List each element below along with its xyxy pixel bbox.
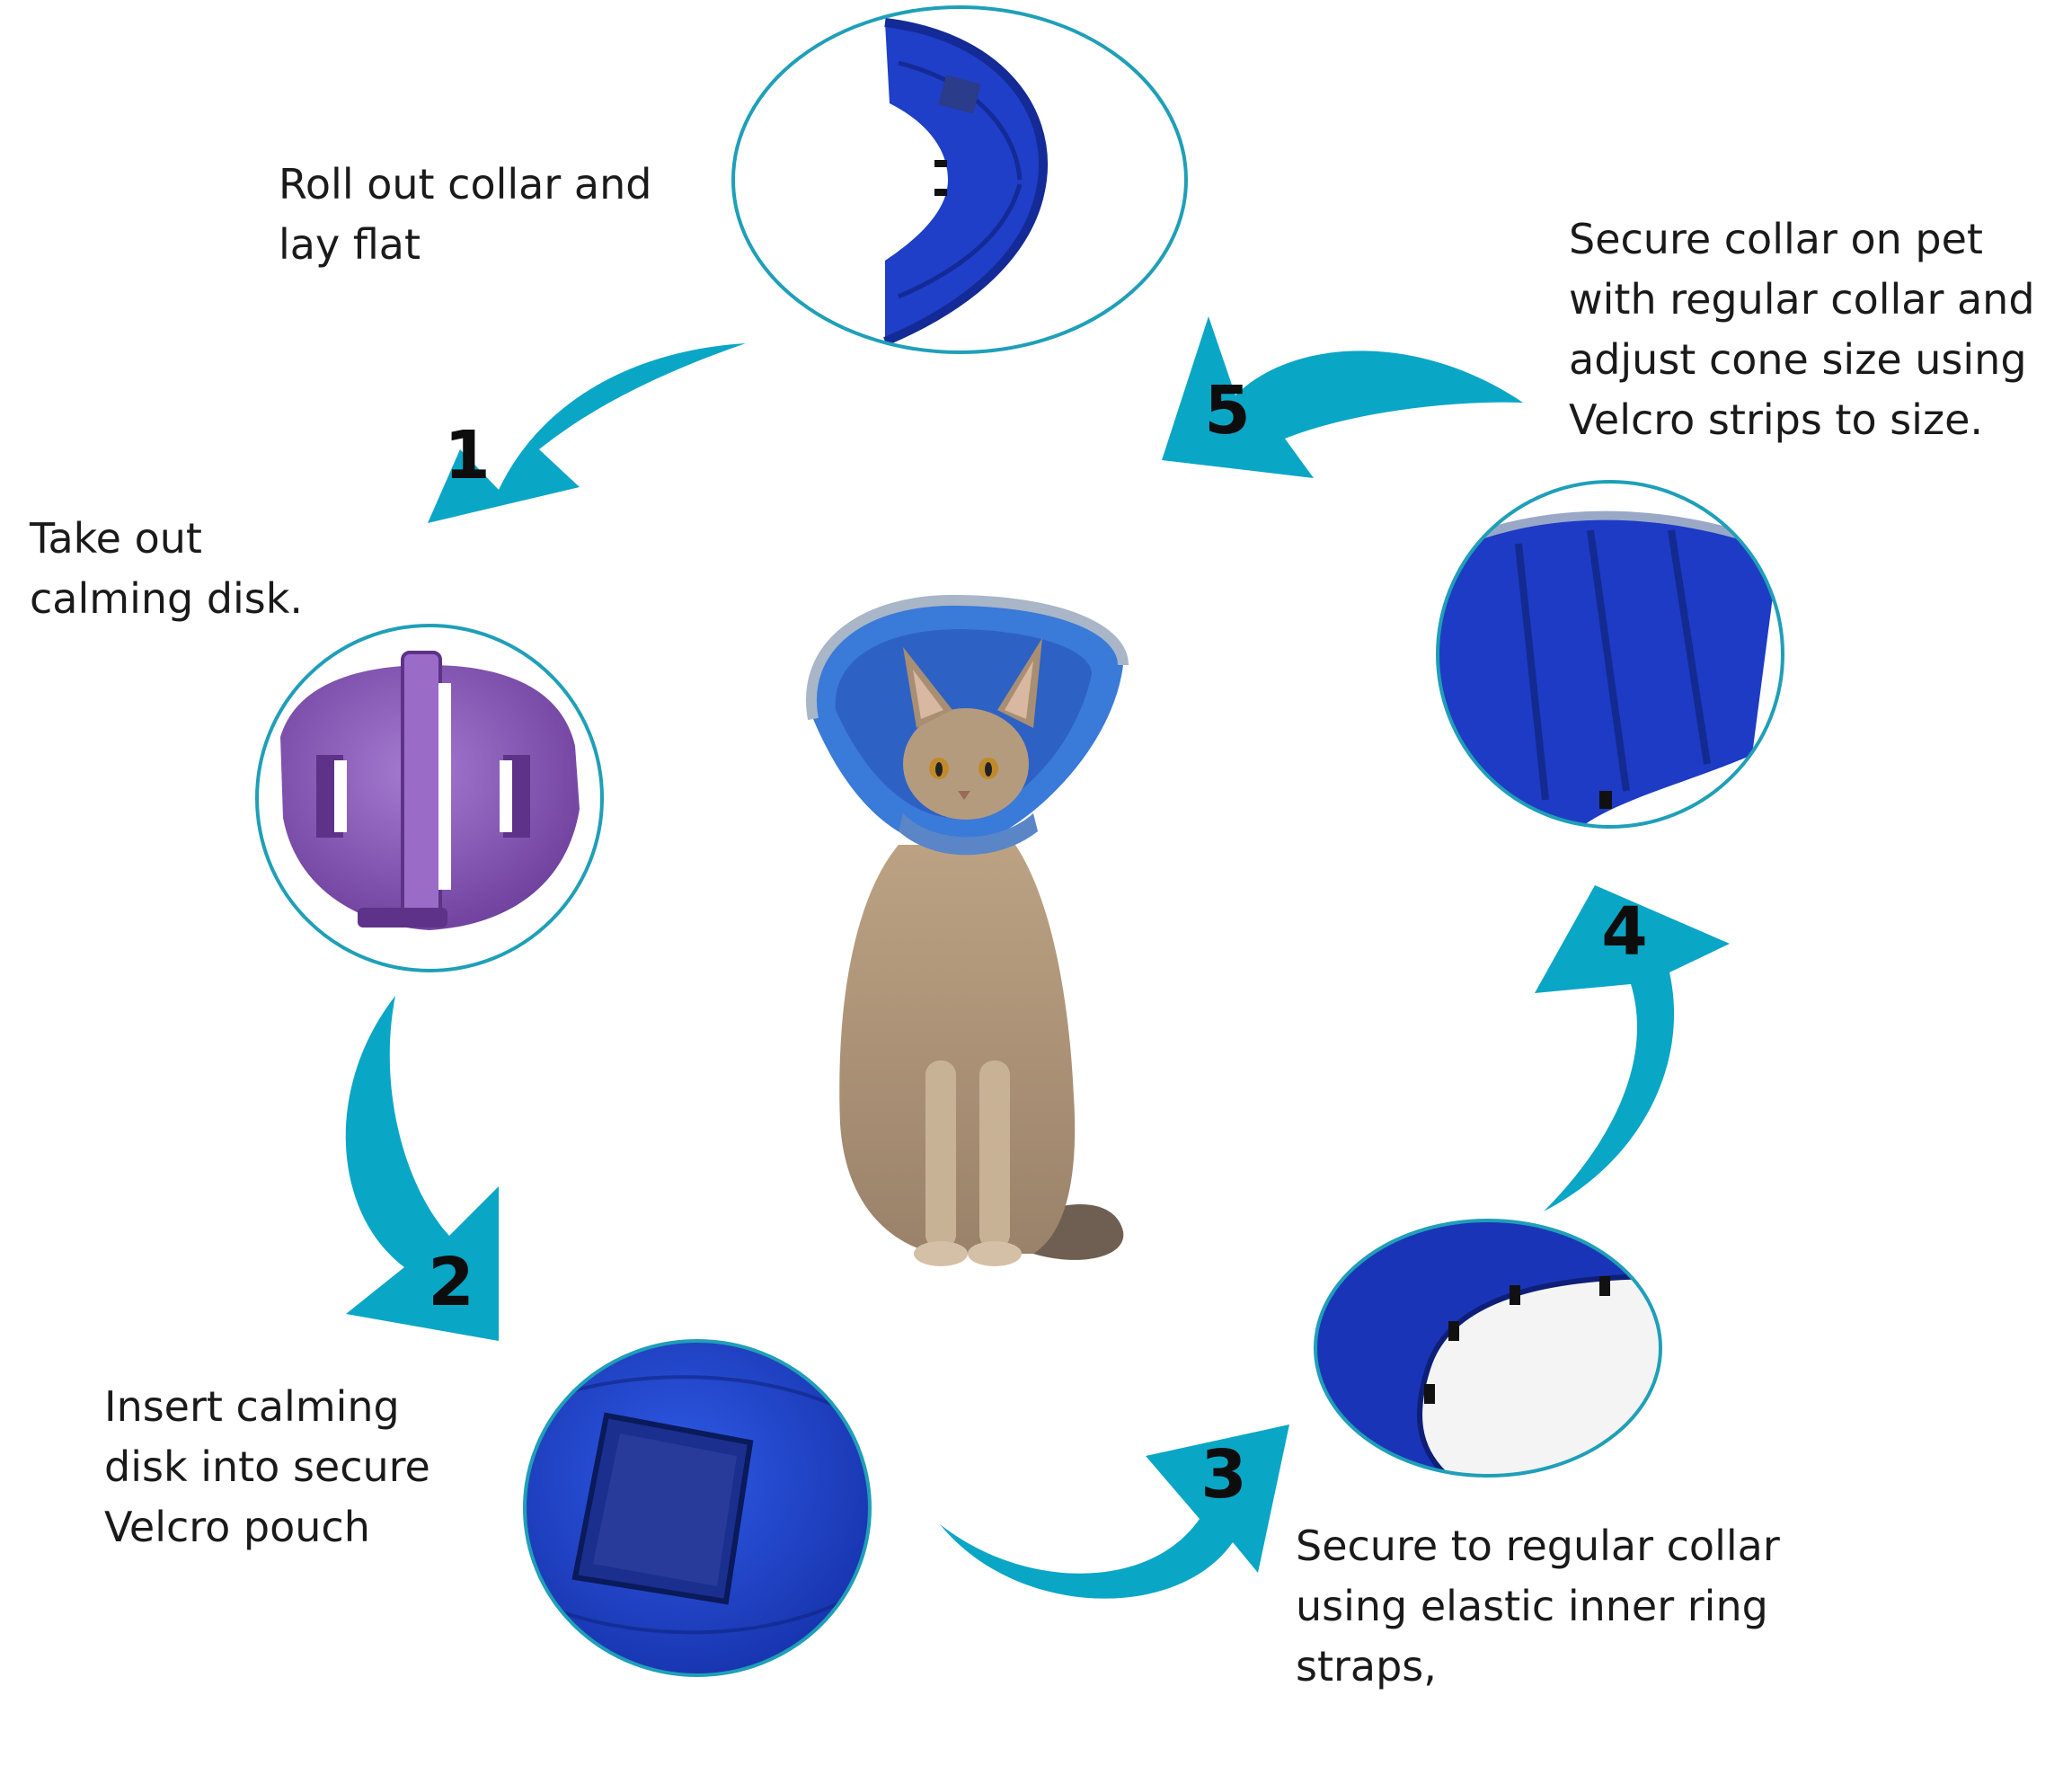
step-1-caption: Roll out collar and lay flat xyxy=(279,160,652,269)
velcro-pouch-photo xyxy=(523,1339,872,1677)
arrow-4 xyxy=(1535,885,1730,1211)
step-5-caption: Secure collar on pet with regular collar… xyxy=(1569,215,2035,444)
cone-edge-photo xyxy=(1436,480,1784,829)
step-number-2: 2 xyxy=(428,1244,474,1321)
calming-disk-photo xyxy=(255,624,604,972)
arrow-1 xyxy=(428,343,746,523)
step-3-caption: Insert calming disk into secure Velcro p… xyxy=(104,1382,430,1551)
step-number-3: 3 xyxy=(1200,1436,1247,1513)
arrow-2 xyxy=(345,996,499,1341)
step-2-caption: Take out calming disk. xyxy=(30,514,304,623)
arrow-5 xyxy=(1162,316,1523,478)
arrow-3 xyxy=(940,1424,1289,1599)
step-number-5: 5 xyxy=(1204,372,1251,449)
inner-ring-photo xyxy=(1314,1219,1662,1478)
cat-in-cone-photo xyxy=(806,594,1129,1266)
cone-flat-photo xyxy=(731,5,1188,354)
step-number-4: 4 xyxy=(1601,893,1648,971)
step-4-caption: Secure to regular collar using elastic i… xyxy=(1296,1522,1780,1691)
step-number-1: 1 xyxy=(444,417,491,494)
